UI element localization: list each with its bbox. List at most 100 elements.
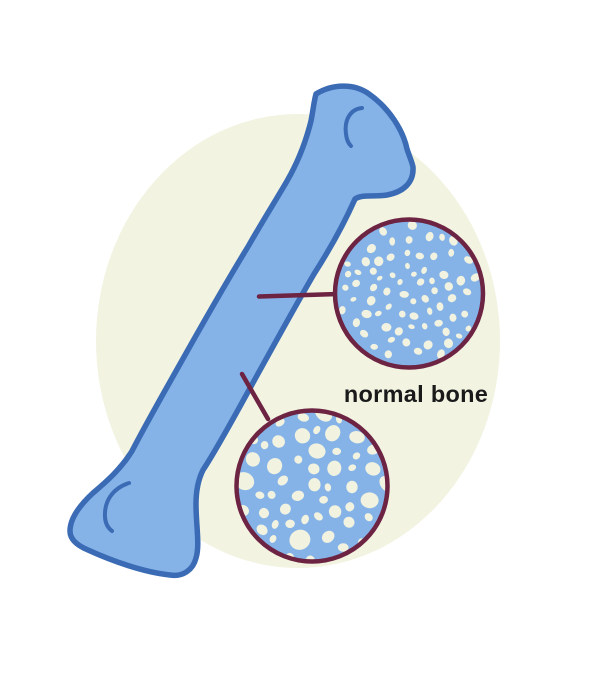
- bone-pore: [267, 490, 276, 499]
- bone-pore: [319, 495, 328, 504]
- bone-pore: [405, 262, 410, 270]
- bone-pore: [448, 248, 455, 257]
- bone-pore: [461, 310, 469, 318]
- bone-pore: [324, 483, 332, 492]
- bone-pore: [416, 278, 425, 286]
- bone-pore: [297, 413, 309, 422]
- bone-pore: [389, 272, 396, 279]
- bone-pore: [279, 503, 291, 515]
- bone-shape: [67, 83, 416, 579]
- bone-pore: [369, 283, 378, 292]
- bone-pore: [386, 253, 395, 261]
- bone-pore: [294, 428, 311, 444]
- bone-pore: [343, 516, 355, 528]
- bone-pore: [271, 520, 279, 529]
- bone-pore: [415, 252, 424, 260]
- bone-pore: [385, 303, 392, 310]
- bone-pore: [361, 257, 370, 267]
- bone-pore: [361, 309, 372, 319]
- bone-pore: [364, 513, 373, 522]
- bone-pore: [423, 340, 433, 350]
- bone-pore: [397, 278, 403, 286]
- inset-upper: [332, 217, 486, 370]
- bone-pore: [408, 324, 415, 330]
- bone-pore: [344, 261, 351, 267]
- inset-upper-ring: [332, 217, 486, 370]
- bone-pore: [370, 343, 378, 350]
- bone-pore: [407, 220, 417, 230]
- bone-pore: [267, 457, 283, 475]
- bone-pore: [409, 312, 419, 320]
- bone-pore: [430, 252, 438, 261]
- bone-pore: [325, 425, 341, 442]
- bone-pore: [381, 322, 392, 332]
- bone-head-highlight-line: [343, 106, 364, 148]
- inset-lower-ring: [234, 408, 390, 564]
- bone-pore: [345, 502, 355, 512]
- bone-pore: [421, 322, 428, 330]
- bone-pore: [352, 452, 361, 460]
- bone-pore: [285, 519, 295, 529]
- bone-pore: [421, 266, 427, 274]
- bone-pore: [344, 270, 352, 278]
- bone-pore: [349, 431, 365, 444]
- bone-pore: [294, 455, 303, 464]
- bone-pore: [439, 233, 445, 241]
- bone-pore: [277, 475, 288, 486]
- bone-pore: [374, 256, 384, 267]
- bone-pore: [383, 287, 391, 296]
- bone-pore: [410, 298, 417, 305]
- bone-pore: [443, 338, 454, 349]
- bone-pore: [449, 313, 457, 322]
- bone-pore: [376, 275, 383, 281]
- bone-pore: [366, 244, 376, 254]
- bone-pore: [321, 530, 335, 543]
- bone-pore: [389, 237, 396, 246]
- bone-pore: [425, 231, 434, 242]
- connector-line-lower: [239, 371, 271, 422]
- bone-pore: [421, 294, 429, 303]
- bone-pore: [384, 350, 393, 359]
- bone-pore: [337, 543, 349, 552]
- bone-end-highlight-line: [102, 481, 131, 533]
- bone-pore: [399, 290, 409, 298]
- bone-pore: [352, 279, 361, 288]
- bone-pore: [360, 492, 379, 509]
- bone-pore: [327, 460, 342, 476]
- bone-pore: [413, 347, 423, 355]
- bone-pore: [258, 507, 270, 519]
- bone-pore: [410, 271, 417, 277]
- bone-pore: [342, 284, 349, 291]
- bone-pore: [404, 249, 411, 257]
- bone-pore: [348, 464, 357, 472]
- bone-pore: [366, 296, 376, 306]
- bone-pore: [442, 327, 450, 336]
- bone-pore: [365, 462, 381, 476]
- bone-pore: [374, 310, 382, 317]
- inset-lower: [234, 408, 390, 564]
- bone-pore: [470, 273, 481, 282]
- bone-pore: [308, 463, 320, 475]
- bone-pore: [352, 318, 361, 328]
- bone-pore: [434, 319, 443, 327]
- bone-pore: [256, 524, 268, 536]
- bone-pore: [398, 310, 406, 318]
- bone-pore: [313, 512, 323, 521]
- bone-pore: [269, 534, 277, 543]
- bone-pore: [456, 275, 466, 286]
- bone-pore: [245, 452, 261, 467]
- bone-pore: [260, 441, 269, 450]
- bone-pore: [436, 302, 444, 311]
- bone-pore: [255, 491, 265, 499]
- bone-pore: [427, 307, 433, 315]
- bone-pore: [444, 282, 454, 291]
- inset-lower-pores: [236, 410, 388, 562]
- connector-line-upper: [256, 291, 341, 299]
- bone-pore: [447, 294, 457, 303]
- bone-pore: [359, 329, 369, 338]
- bone-pore: [332, 447, 342, 456]
- bone-pore: [346, 480, 358, 494]
- bone-pore: [301, 514, 309, 525]
- inset-upper-pores: [338, 220, 481, 359]
